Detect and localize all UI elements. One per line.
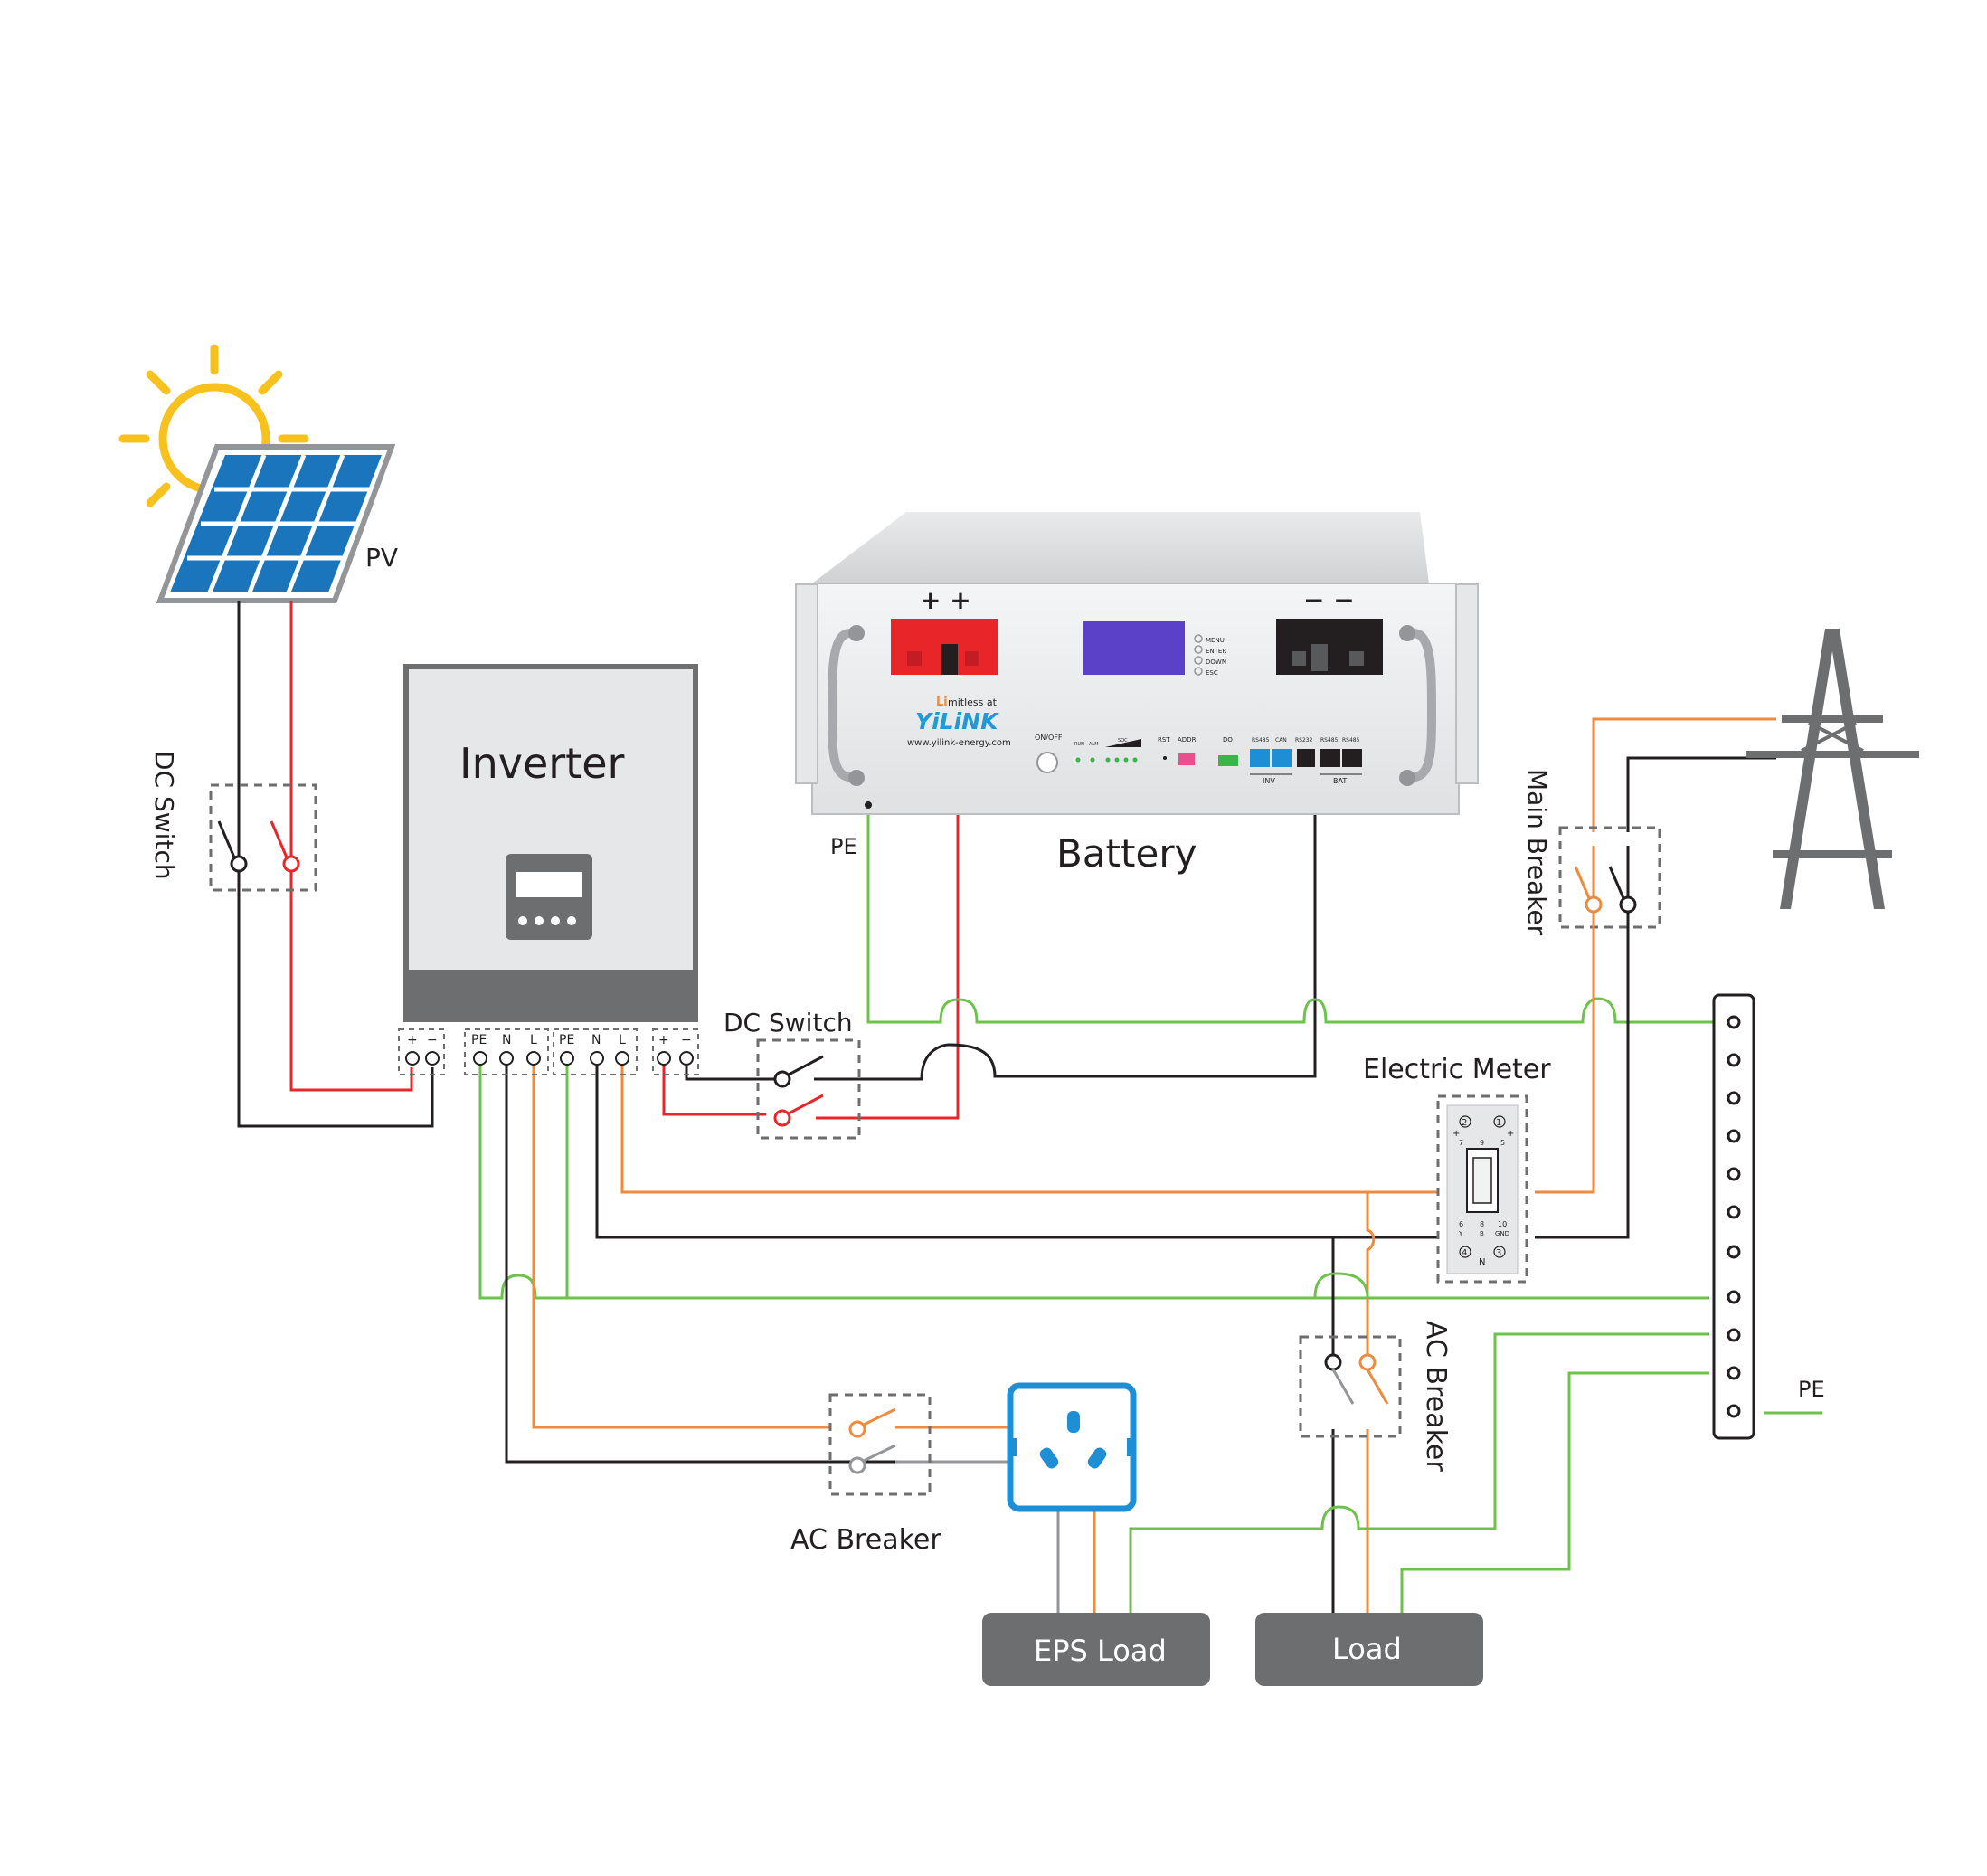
meter-t4: 4 [1462,1248,1467,1258]
rst-label: RST [1158,736,1170,744]
btn-down-label: DOWN [1206,658,1226,666]
pv-panel-icon [156,444,396,603]
inverter-terminals [398,1028,699,1075]
rs485-bat1-label: RS485 [1320,737,1339,744]
eps-socket-icon [1007,1382,1137,1512]
main-breaker [1558,826,1661,986]
electric-meter-label: Electric Meter [1363,1054,1551,1085]
run-label: RUN [1074,742,1084,747]
term-bat-minus: − [681,1033,692,1047]
status-leds [1075,757,1138,763]
rs232-label: RS232 [1295,737,1313,744]
dc-switch-battery [756,1038,861,1140]
battery-menu-buttons [1194,634,1203,676]
ac-breaker-load-label: AC Breaker [1420,1321,1452,1472]
inverter-label: Inverter [459,739,624,788]
term-eps-n: N [502,1033,511,1047]
brand-tagline: mitless at [948,696,998,708]
term-bat-plus: + [658,1033,669,1047]
battery-negative-terminal [1276,619,1383,675]
pe-bar-label: PE [1798,1377,1825,1402]
inv-label: INV [1263,777,1275,785]
term-pv-plus: + [407,1033,418,1047]
addr-label: ADDR [1178,736,1197,744]
term-pv-minus: − [427,1033,438,1047]
term-grid-l: L [619,1033,626,1047]
battery-pe-label: PE [830,834,857,859]
pv-label: PV [365,543,398,573]
alm-label: ALM [1089,742,1099,747]
meter-pulse-left: + [1452,1129,1460,1139]
rst-button-icon [1163,756,1167,760]
ac-breaker-eps-label: AC Breaker [790,1524,941,1556]
eps-load-box [982,1613,1210,1686]
meter-r9: 9 [1480,1139,1484,1147]
power-tower-icon [1746,629,1919,909]
meter-gnd: GND [1495,1230,1509,1237]
meter-n: N [1479,1257,1485,1267]
battery-minus-marks: − − [1303,585,1355,615]
meter-c10: 10 [1498,1220,1507,1228]
inverter-terminal-screws [405,1051,694,1066]
meter-pulse-right: + [1507,1129,1514,1139]
term-grid-pe: PE [559,1033,574,1047]
battery-pe-terminal [865,801,872,809]
bat-label: BAT [1333,777,1347,785]
meter-y: Y [1458,1230,1463,1237]
meter-b: B [1480,1230,1484,1237]
dc-switch-battery-label: DC Switch [724,1008,853,1037]
meter-c8: 8 [1480,1220,1484,1228]
soc-indicator-icon [1105,739,1141,747]
load-box [1255,1613,1483,1686]
inverter-unit [403,664,698,1022]
meter-t3: 3 [1496,1248,1501,1258]
term-grid-n: N [591,1033,601,1047]
term-eps-pe: PE [471,1033,487,1047]
onoff-label: ON/OFF [1035,734,1063,742]
meter-r7: 7 [1459,1139,1463,1147]
btn-menu-label: MENU [1206,637,1225,644]
rs485-bat2-label: RS485 [1342,737,1360,744]
do-label: DO [1223,736,1233,744]
wires [237,601,1822,1613]
ac-breaker-load [1299,1335,1402,1438]
battery-positive-terminal [891,619,998,675]
battery-lcd-display [1083,621,1185,675]
ac-breaker-eps [828,1393,932,1496]
meter-c6: 6 [1459,1220,1463,1228]
battery-plus-marks: + + [920,585,971,615]
comm-ports-icon [1250,749,1362,775]
term-eps-l: L [530,1033,537,1047]
can-label: CAN [1275,737,1287,744]
electric-meter [1436,1094,1528,1284]
btn-enter-label: ENTER [1206,648,1226,655]
pe-busbar [1712,993,1755,1440]
brand-website: www.yilink-energy.com [907,738,1011,748]
rs485-inv-label: RS485 [1252,737,1270,744]
meter-t1: 1 [1496,1118,1501,1128]
btn-esc-label: ESC [1206,669,1218,677]
dc-switch-pv [209,783,317,892]
power-button-icon [1036,752,1058,773]
main-breaker-label: Main Breaker [1522,769,1552,936]
battery-label: Battery [1056,831,1197,876]
eps-load-label: EPS Load [1034,1634,1167,1668]
soc-label: SOC [1118,738,1128,744]
dc-switch-pv-label: DC Switch [149,751,179,880]
load-label: Load [1332,1632,1402,1666]
meter-r5: 5 [1500,1139,1505,1147]
addr-dip-switch-icon [1178,753,1195,765]
do-connector-icon [1218,755,1238,766]
brand-prefix: Li [936,696,948,709]
brand-logo: YiLiNK [915,708,999,734]
meter-t2: 2 [1462,1118,1467,1128]
